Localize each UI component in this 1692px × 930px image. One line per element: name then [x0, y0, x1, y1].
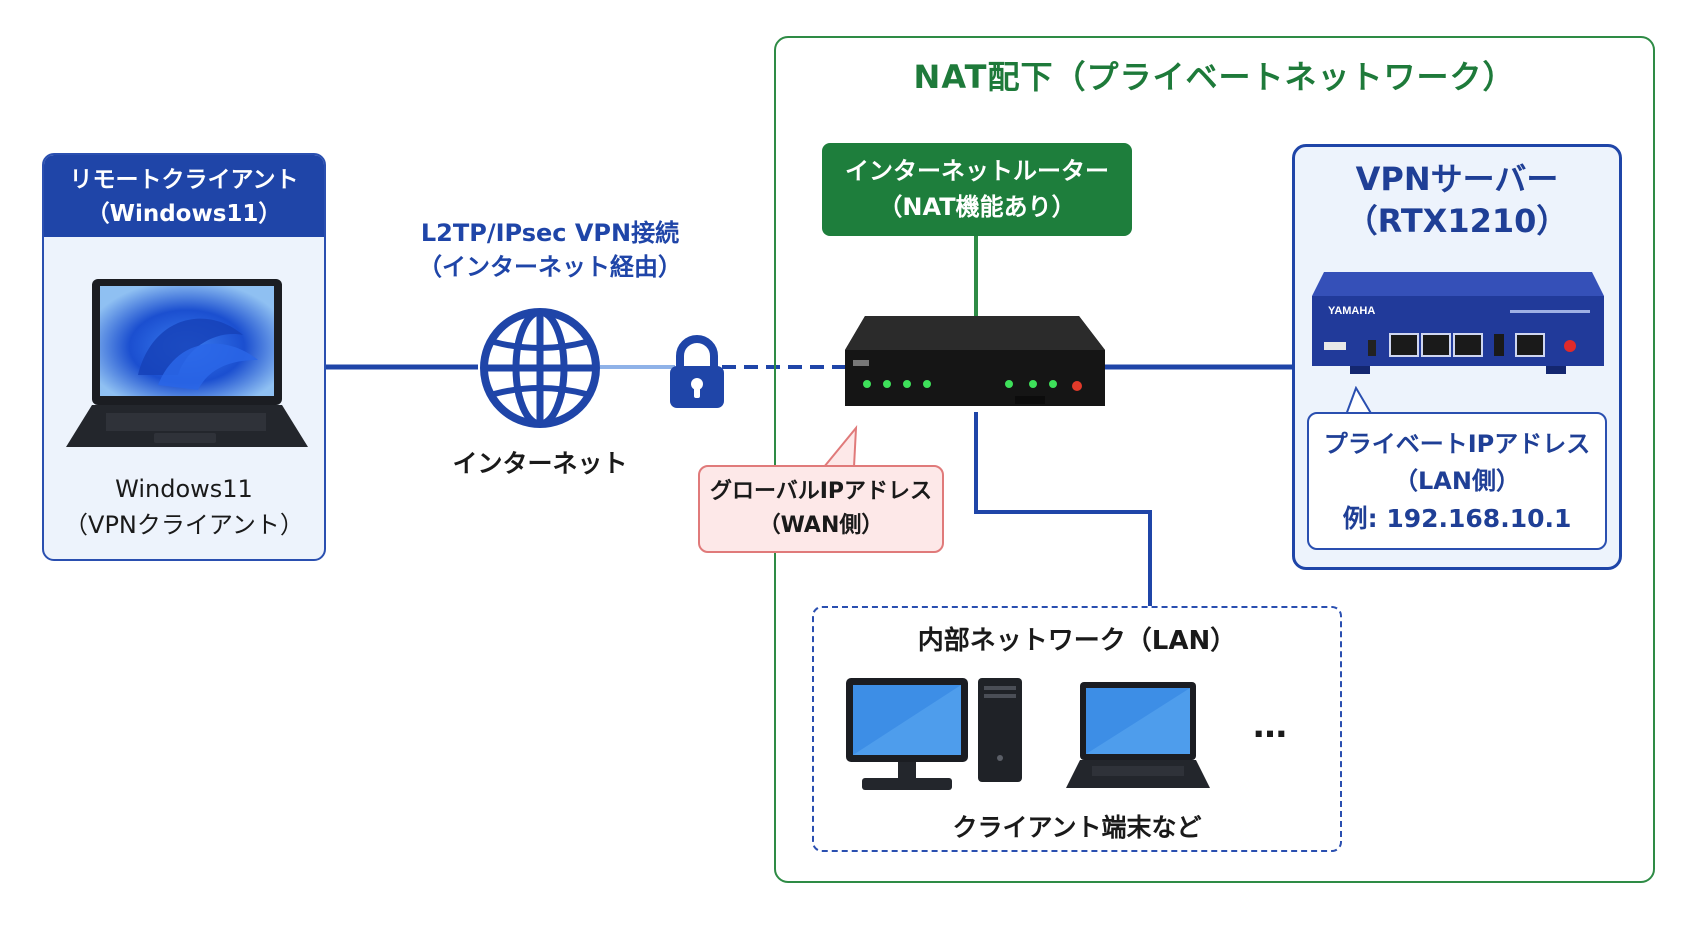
remote-client-footer: Windows11 （VPNクライアント）	[44, 471, 324, 543]
nat-area-frame	[774, 36, 1655, 883]
vpn-server-title: VPNサーバー （RTX1210）	[1292, 158, 1622, 242]
private-ip-line1: プライベートIPアドレス	[1323, 430, 1591, 458]
remote-client-header: リモートクライアント （Windows11）	[44, 155, 324, 237]
vpn-server-title-line2: （RTX1210）	[1345, 202, 1569, 240]
nat-area-title: NAT配下（プライベートネットワーク）	[913, 58, 1516, 96]
lock-icon	[670, 335, 724, 408]
lan-caption: クライアント端末など	[952, 813, 1202, 842]
router-label-line1: インターネットルーター	[845, 157, 1109, 185]
remote-client-role: （VPNクライアント）	[64, 511, 304, 539]
remote-client-header-line2: （Windows11）	[86, 201, 282, 227]
private-ip-callout: プライベートIPアドレス （LAN側） 例: 192.168.10.1	[1307, 412, 1607, 550]
more-devices-ellipsis: …	[1253, 706, 1289, 746]
global-ip-line2: （WAN側）	[758, 513, 884, 538]
desktop-pc-icon	[846, 678, 968, 790]
internet-label: インターネット	[452, 449, 628, 478]
globe-icon	[480, 308, 600, 428]
lan-box	[812, 606, 1342, 852]
global-ip-callout: グローバルIPアドレス （WAN側）	[698, 465, 944, 553]
laptop-icon	[66, 279, 308, 447]
remote-client-box: リモートクライアント （Windows11） Windows11 （VPNクライ…	[42, 153, 326, 561]
router-label-line2: （NAT機能あり）	[878, 193, 1076, 221]
vpn-connection-label: L2TP/IPsec VPN接続 （インターネット経由）	[395, 216, 705, 284]
link-router-lan	[974, 412, 1152, 606]
vpn-server-brand: YAMAHA	[1328, 305, 1375, 317]
private-ip-callout-pointer	[1345, 386, 1373, 416]
private-ip-example: 例: 192.168.10.1	[1342, 504, 1572, 533]
remote-client-os: Windows11	[115, 475, 253, 503]
vpn-server-icon: YAMAHA	[1312, 272, 1604, 374]
laptop-icon	[1066, 682, 1210, 788]
lan-title: 内部ネットワーク（LAN）	[917, 626, 1237, 656]
vpn-connection-protocol: L2TP/IPsec VPN接続	[420, 219, 680, 247]
pc-tower-icon	[978, 678, 1022, 782]
vpn-server-title-line1: VPNサーバー	[1355, 160, 1559, 198]
global-ip-callout-pointer	[823, 425, 858, 468]
vpn-connection-path: （インターネット経由）	[418, 253, 682, 281]
router-icon	[845, 316, 1105, 406]
global-ip-line1: グローバルIPアドレス	[709, 479, 933, 504]
private-ip-line2: （LAN側）	[1394, 467, 1520, 495]
remote-client-header-line1: リモートクライアント	[69, 167, 299, 193]
router-label: インターネットルーター （NAT機能あり）	[822, 143, 1132, 236]
